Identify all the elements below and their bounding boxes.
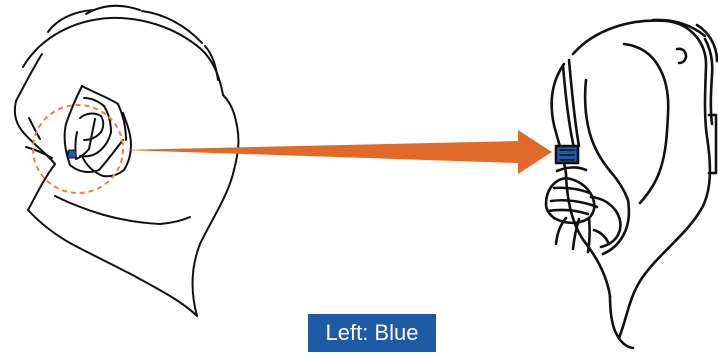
left-device-blue-accent [67, 149, 77, 159]
caption-text: Left: Blue [325, 320, 419, 345]
highlight-circle [32, 104, 124, 194]
behind-ear-hearing-aid-icon [544, 18, 718, 350]
head-profile-icon [13, 4, 240, 317]
caption-badge: Left: Blue [308, 314, 436, 352]
arrow-right-icon [124, 130, 552, 174]
